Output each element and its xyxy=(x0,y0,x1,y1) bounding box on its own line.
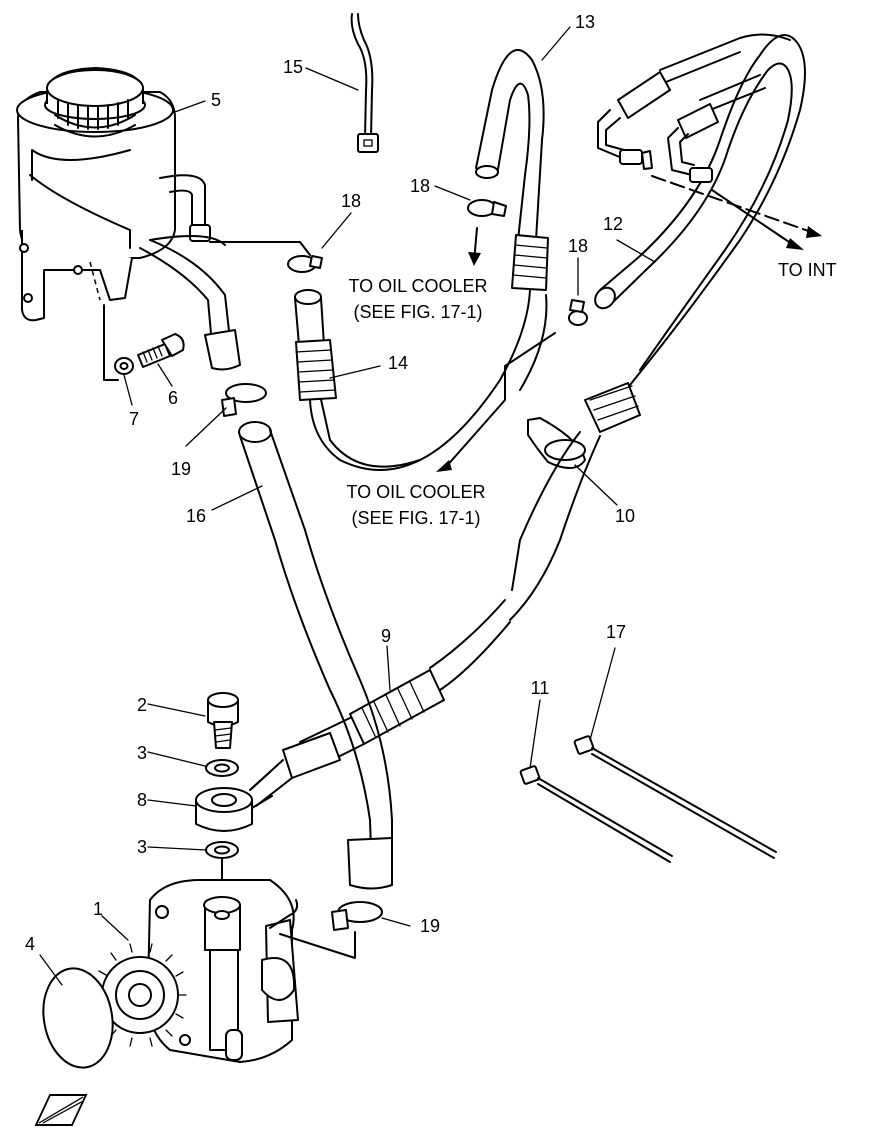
oil-reservoir-tank xyxy=(16,67,241,371)
bent-hose xyxy=(319,49,549,468)
note-to-oil-cooler: TO OIL COOLER xyxy=(346,482,485,502)
sealing-washer xyxy=(205,759,239,777)
banjo-bolt xyxy=(207,692,239,749)
cable-tie xyxy=(573,735,777,859)
note-see-figure: (SEE FIG. 17-1) xyxy=(351,508,480,528)
callout-8: 8 xyxy=(137,790,147,810)
leader-tank-to-clamp xyxy=(209,241,311,256)
suction-hose xyxy=(238,421,393,890)
callout-3: 3 xyxy=(137,837,147,857)
drive-gear xyxy=(94,943,187,1047)
washer-small xyxy=(114,357,134,375)
callout-6: 6 xyxy=(168,388,178,408)
arrow-to-oil-cooler-lower xyxy=(444,332,556,469)
hose-to-int xyxy=(594,33,806,386)
callout-1: 1 xyxy=(93,899,103,919)
callout-9: 9 xyxy=(381,626,391,646)
callout-18: 18 xyxy=(410,176,430,196)
callout-numbers: 1 2 3 3 4 5 6 7 8 9 10 11 12 13 14 15 16… xyxy=(25,12,635,954)
hose-clamp xyxy=(568,299,588,326)
pressure-hose xyxy=(249,599,511,807)
arrow-head xyxy=(468,252,481,266)
callout-3: 3 xyxy=(137,743,147,763)
note-see-figure: (SEE FIG. 17-1) xyxy=(353,302,482,322)
note-to-int: TO INT xyxy=(778,260,837,280)
callout-16: 16 xyxy=(186,506,206,526)
callout-11: 11 xyxy=(531,678,550,698)
callout-leaders xyxy=(39,26,656,986)
hose-clamp-large xyxy=(331,901,383,931)
arrows-to-int xyxy=(651,175,822,250)
hose-clamp xyxy=(287,255,323,273)
callout-10: 10 xyxy=(615,506,635,526)
callout-5: 5 xyxy=(211,90,221,110)
callout-18: 18 xyxy=(341,191,361,211)
sealing-washer xyxy=(205,841,239,859)
banjo-union xyxy=(195,771,273,832)
hose-clamp-large xyxy=(221,383,267,417)
leader-pump-to-clamp xyxy=(279,931,356,959)
callout-17: 17 xyxy=(606,622,626,642)
callout-19: 19 xyxy=(420,916,440,936)
callout-4: 4 xyxy=(25,934,35,954)
callout-18: 18 xyxy=(568,236,588,256)
callout-2: 2 xyxy=(137,695,147,715)
manufacturer-logo xyxy=(34,1094,88,1126)
hose-clamp-bracket xyxy=(527,382,641,469)
callout-14: 14 xyxy=(388,353,408,373)
notes: TO OIL COOLER (SEE FIG. 17-1) TO OIL COO… xyxy=(346,260,836,528)
o-ring xyxy=(42,967,114,1069)
tie-strap-small xyxy=(350,13,379,153)
callout-15: 15 xyxy=(283,57,303,77)
note-to-oil-cooler: TO OIL COOLER xyxy=(348,276,487,296)
cable-tie xyxy=(519,765,673,863)
return-hose xyxy=(294,289,421,471)
callout-19: 19 xyxy=(171,459,191,479)
callout-12: 12 xyxy=(603,214,623,234)
callout-7: 7 xyxy=(129,409,139,429)
hose-clamp xyxy=(467,199,507,217)
leader-bracket-to-washer xyxy=(103,304,119,381)
power-steering-pump xyxy=(94,879,299,1063)
bolt xyxy=(137,333,185,368)
callout-13: 13 xyxy=(575,12,595,32)
